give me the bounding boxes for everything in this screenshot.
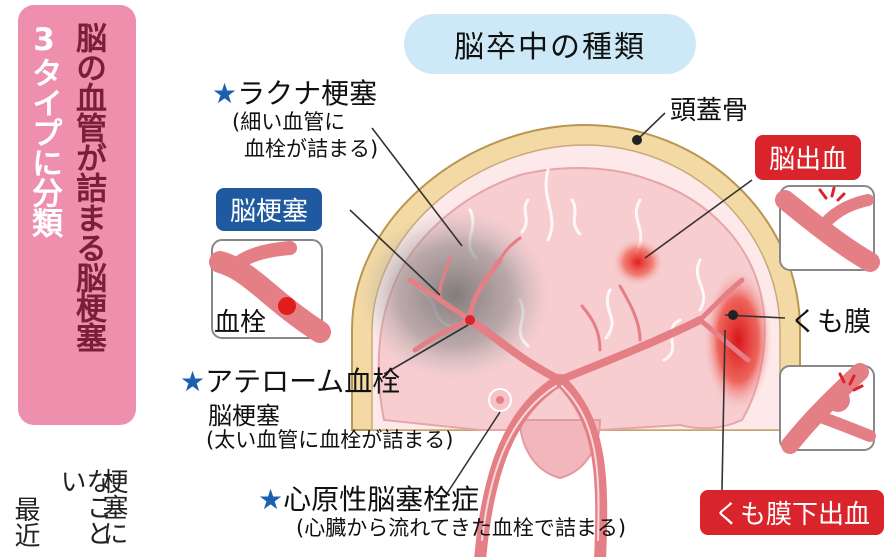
lacunar-note-1: (細い血管に [232, 110, 346, 134]
aneurysm-bulge [826, 388, 850, 412]
clot-dot [278, 297, 296, 315]
leader-lines [349, 112, 786, 499]
hemorrhage-spot [612, 238, 664, 286]
cardiogenic-note: (心臓から流れてきた血栓で詰まる) [296, 516, 627, 540]
lacunar-label: ★ラクナ梗塞 [212, 72, 377, 112]
body-text-col-3: 最近 [10, 496, 40, 548]
star-icon: ★ [212, 77, 238, 110]
arachnoid-label: くも膜 [790, 307, 871, 338]
cerebral-hemorrhage-badge: 脳出血 [755, 135, 862, 180]
star-icon: ★ [180, 365, 206, 398]
atheroma-label: ★アテローム血栓 [180, 360, 400, 400]
body-text-col-1: 梗塞に [98, 468, 128, 546]
star-icon: ★ [258, 483, 284, 516]
infarct-area [360, 210, 550, 380]
diagram-title: 脳卒中の種類 [404, 14, 696, 74]
body-text-col-2: なことい [56, 468, 112, 546]
cerebral-infarction-badge: 脳梗塞 [216, 188, 323, 231]
lacunar-title: ラクナ梗塞 [237, 77, 378, 110]
lacunar-note-2: 血栓が詰まる) [244, 137, 379, 161]
side-banner-heading: 脳の血管が詰まる脳梗塞 [70, 22, 106, 352]
cardiogenic-label: ★心原性脳塞栓症 [258, 478, 479, 518]
vessel-highlights [481, 385, 600, 541]
atheroma-title-2: 脳梗塞 [208, 402, 280, 430]
side-banner-subheading: 3タイプに分類 [26, 22, 62, 237]
atheroma-title: アテローム血栓 [205, 365, 401, 398]
burst-icon [818, 186, 846, 202]
clot-label: 血栓 [214, 308, 267, 338]
subarachnoid-bleed [704, 270, 772, 410]
cardiogenic-title: 心原性脳塞栓症 [283, 483, 480, 516]
atheroma-clot-marker [465, 315, 475, 325]
side-banner [18, 5, 136, 425]
skull-label: 頭蓋骨 [670, 96, 749, 126]
subarachnoid-hemorrhage-badge: くも膜下出血 [700, 490, 885, 535]
atheroma-note: (太い血管に血栓が詰まる) [206, 428, 454, 452]
